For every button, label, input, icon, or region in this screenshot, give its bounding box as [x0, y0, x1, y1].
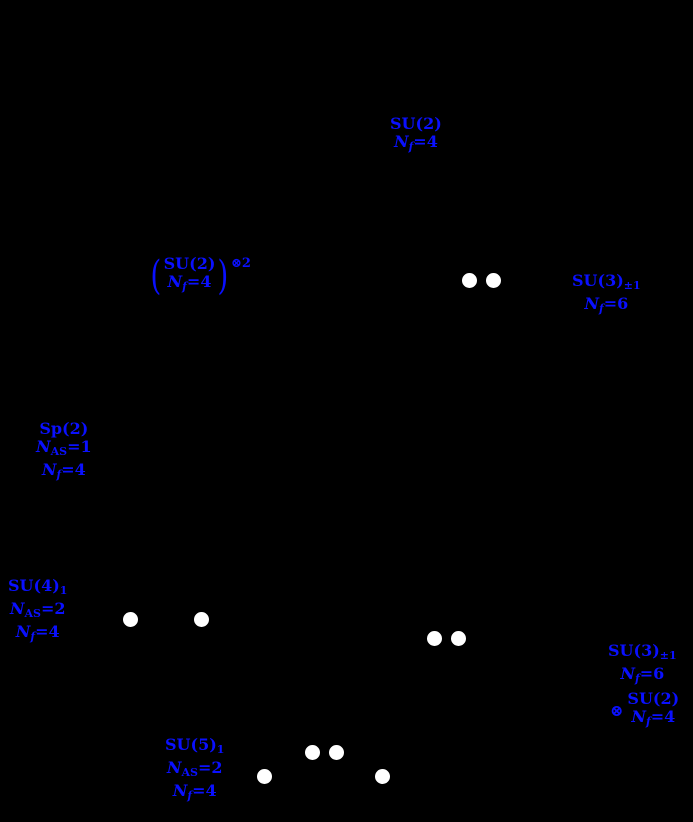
- node-dot: [194, 612, 209, 627]
- node-dot: [329, 745, 344, 760]
- antisymmetric-count: NAS=1: [36, 437, 92, 459]
- gauge-group: SU(2): [163, 254, 216, 273]
- flavor-count: Nf=4: [167, 272, 212, 294]
- node-dot: [462, 273, 477, 288]
- node-label-su3-right: SU(3)±1 Nf=6: [572, 272, 641, 318]
- node-label-sp2: Sp(2) NAS=1 Nf=4: [36, 420, 92, 484]
- flavor-count: Nf=4: [41, 460, 86, 482]
- gauge-group: SU(4)1: [8, 576, 68, 598]
- gauge-group: SU(2): [627, 689, 680, 708]
- antisymmetric-count: NAS=2: [9, 599, 66, 621]
- flavor-count: Nf=4: [631, 707, 676, 729]
- right-paren: ): [217, 252, 229, 299]
- node-label-su5: SU(5)1 NAS=2 Nf=4: [165, 736, 224, 805]
- node-dot: [305, 745, 320, 760]
- gauge-group: SU(2): [390, 114, 442, 133]
- left-paren: (: [150, 252, 162, 299]
- node-dot: [257, 769, 272, 784]
- gauge-group: SU(3)±1: [572, 271, 641, 293]
- node-label-su2-factor: ⊗ SU(2) Nf=4: [610, 690, 679, 731]
- gauge-group: SU(5)1: [165, 735, 225, 757]
- tensor-power: ⊗2: [231, 256, 251, 271]
- flavor-count: Nf=6: [584, 294, 629, 316]
- node-label-su4: SU(4)1 NAS=2 Nf=4: [8, 577, 67, 646]
- node-dot: [486, 273, 501, 288]
- node-dot: [375, 769, 390, 784]
- flavor-count: Nf=6: [620, 664, 665, 686]
- node-dot: [123, 612, 138, 627]
- node-label-su2-top: SU(2) Nf=4: [390, 115, 442, 156]
- gauge-group: Sp(2): [39, 419, 89, 438]
- tensor-product-icon: ⊗: [610, 700, 624, 720]
- node-label-su2-squared: ( SU(2) Nf=4 ) ⊗2: [148, 255, 251, 296]
- antisymmetric-count: NAS=2: [166, 758, 223, 780]
- gauge-group: SU(3)±1: [608, 641, 677, 663]
- node-dot: [427, 631, 442, 646]
- flavor-count: Nf=4: [15, 622, 60, 644]
- node-dot: [451, 631, 466, 646]
- flavor-count: Nf=4: [172, 781, 217, 803]
- node-label-su3-su2-product: SU(3)±1 Nf=6: [608, 642, 677, 688]
- flavor-count: Nf=4: [393, 132, 438, 154]
